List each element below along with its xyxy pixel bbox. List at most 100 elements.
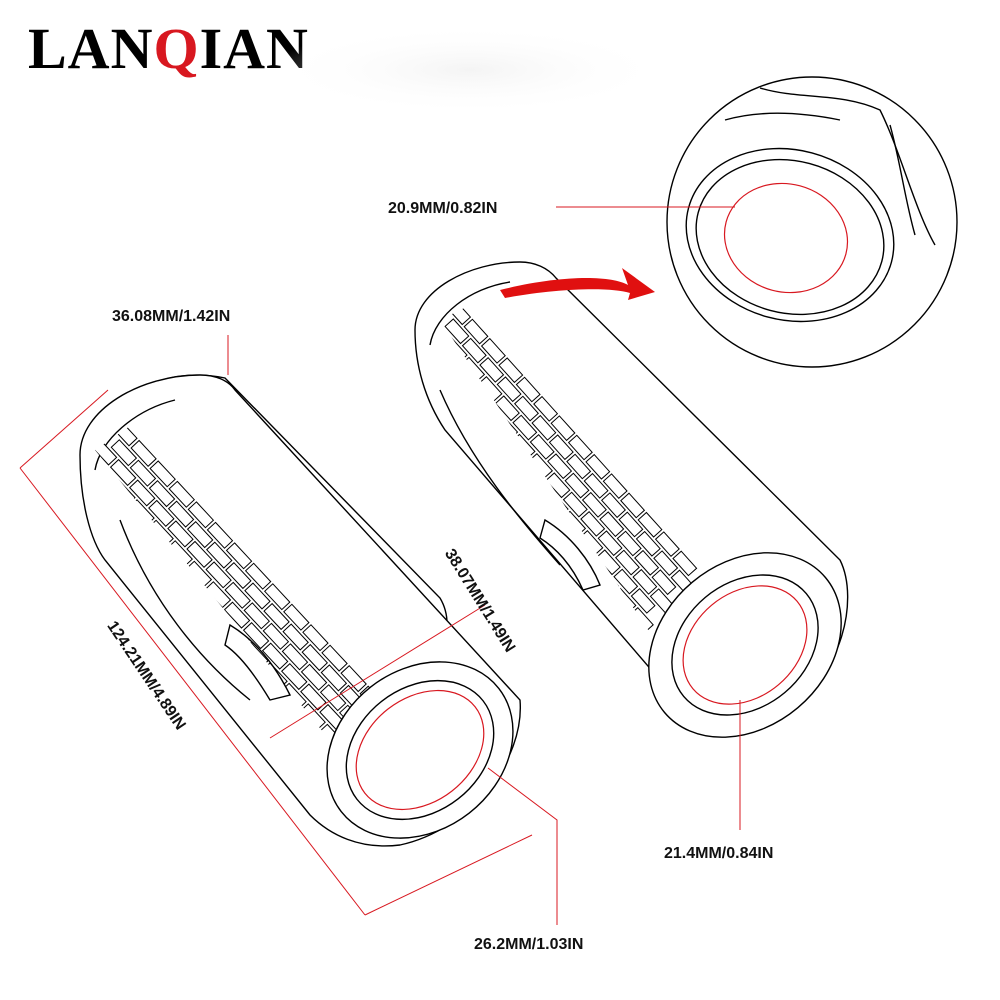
tread-block: [51, 477, 76, 503]
tread-block: [654, 531, 680, 558]
dim-label-end-outer: 36.08MM/1.42IN: [112, 308, 231, 325]
tread-block: [597, 530, 623, 557]
tread-block: [583, 472, 609, 499]
tread-block: [204, 581, 232, 609]
tread-block: [128, 479, 156, 507]
tread-block: [564, 472, 590, 499]
tread-block: [242, 621, 270, 650]
tread-block: [630, 587, 656, 614]
right-grip-end-cap: [429, 281, 511, 346]
tread-block: [283, 603, 310, 631]
tread-block: [223, 601, 251, 629]
tread-block: [545, 472, 571, 499]
tread-block: [263, 583, 291, 611]
tread-block: [531, 414, 557, 441]
tread-block: [618, 511, 644, 538]
tread-block: [381, 394, 405, 418]
tread-block: [494, 395, 520, 422]
left-grip-bore: [355, 689, 485, 811]
tread-block: [50, 497, 75, 523]
tread-block: [320, 664, 348, 692]
zoom-inset: [666, 76, 958, 368]
tread-block: [68, 537, 93, 563]
tread-block: [49, 517, 74, 543]
left-grip: [49, 374, 521, 847]
tread-block: [602, 473, 628, 500]
tread-block: [467, 490, 493, 517]
tread-block: [282, 623, 309, 651]
tread-block: [148, 479, 176, 508]
tread-block: [280, 662, 308, 691]
tread-block: [502, 528, 528, 555]
dim-label-top-inner: 20.9MM/0.82IN: [388, 200, 498, 217]
tread-block: [567, 434, 593, 461]
brand-part-1: LAN: [28, 16, 154, 81]
tread-block: [225, 561, 252, 590]
tread-block: [384, 356, 408, 381]
tread-block: [554, 586, 580, 613]
tread-block: [186, 520, 214, 549]
tread-block: [300, 683, 327, 711]
tread-block: [620, 492, 646, 519]
tread-block: [261, 642, 289, 670]
zoom-grip-ridge: [759, 87, 936, 246]
tread-block: [244, 562, 272, 590]
tread-block: [300, 663, 328, 691]
tread-block: [187, 501, 215, 529]
dim-line-length-top: [19, 389, 109, 469]
dim-label-inner-right: 21.4MM/0.84IN: [664, 845, 774, 862]
tread-block: [281, 643, 309, 671]
tread-block: [364, 375, 388, 400]
tread-block: [301, 643, 329, 672]
tread-block: [340, 664, 367, 693]
tread-block: [547, 453, 573, 480]
tread-block: [672, 550, 698, 577]
right-grip-bore: [682, 585, 808, 705]
tread-block: [205, 541, 233, 569]
tread-block: [585, 453, 611, 480]
tread-block: [533, 395, 559, 422]
tread-block: [400, 395, 424, 419]
tread-block: [653, 550, 679, 577]
zoom-middle-ring: [695, 158, 885, 316]
tread-block: [581, 491, 607, 518]
tread-block: [635, 530, 661, 557]
zoom-circle: [666, 76, 958, 368]
tread-block: [148, 499, 175, 528]
left-grip-wing: [224, 623, 292, 701]
background-glow: [270, 25, 670, 115]
tread-block: [168, 480, 196, 508]
tread-block: [634, 549, 660, 576]
left-grip-end-ring: [345, 679, 495, 821]
tread-block: [449, 470, 475, 497]
dim-line-length: [19, 467, 366, 916]
tread-block: [513, 395, 540, 422]
tread-block: [480, 337, 506, 364]
tread-block: [580, 510, 606, 537]
left-grip-end-cap: [94, 399, 176, 471]
zoom-bore: [723, 182, 849, 294]
right-grip-wing: [539, 518, 601, 591]
tread-block: [614, 549, 640, 576]
zoom-grip-ridge-3: [889, 124, 916, 236]
tread-block: [536, 567, 562, 594]
tread-block: [616, 530, 642, 557]
tread-block: [205, 561, 232, 589]
dim-line-length-bottom: [364, 834, 533, 916]
tread-block: [595, 549, 621, 576]
dim-line-body: [269, 604, 486, 739]
dim-line-inner-left: [487, 767, 558, 925]
tread-block: [244, 582, 271, 610]
tread-block: [149, 460, 176, 488]
tread-block: [398, 414, 422, 438]
right-grip-end-face: [648, 552, 842, 738]
tread-block: [651, 569, 677, 596]
tread-block: [637, 511, 663, 538]
tread-block: [321, 644, 348, 672]
left-grip-end-face: [326, 661, 514, 839]
tread-block: [571, 606, 597, 633]
tread-block: [243, 602, 271, 630]
tread-block: [262, 622, 290, 650]
